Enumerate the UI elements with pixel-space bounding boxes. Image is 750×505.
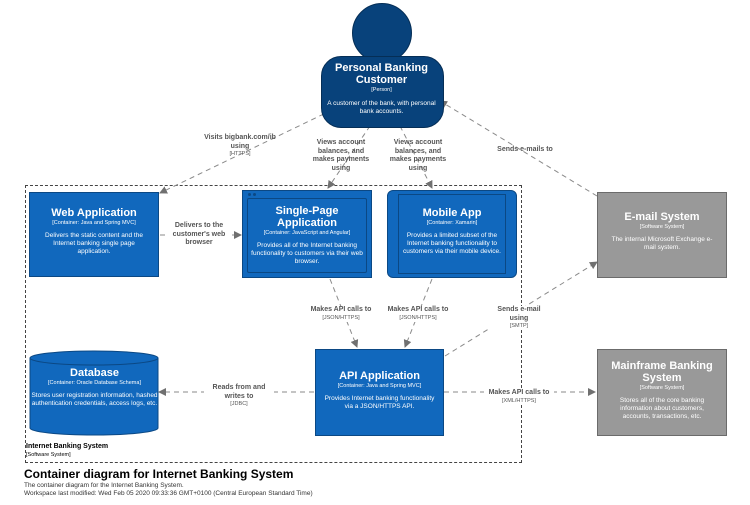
label-mobile-api: Makes API calls to [JSON/HTTPS] bbox=[383, 306, 453, 322]
api-type: [Container: Java and Spring MVC] bbox=[337, 383, 422, 389]
spa-name: Single-Page Application bbox=[275, 205, 339, 229]
email-name: E-mail System bbox=[624, 211, 700, 223]
api-description: Provides Internet banking functionality … bbox=[324, 395, 435, 411]
container-api-application: API Application [Container: Java and Spr… bbox=[315, 349, 444, 436]
api-name: API Application bbox=[339, 370, 420, 382]
email-description: The internal Microsoft Exchange e-mail s… bbox=[611, 236, 713, 252]
person-label-block: Personal Banking Customer [Person] A cus… bbox=[322, 58, 441, 124]
container-web-application: Web Application [Container: Java and Spr… bbox=[29, 192, 159, 277]
container-single-page-application: Single-Page Application [Container: Java… bbox=[242, 190, 372, 278]
mainframe-type: [Software System] bbox=[639, 385, 685, 391]
mobile-name: Mobile App bbox=[422, 207, 482, 219]
mainframe-name: Mainframe Banking System bbox=[611, 360, 713, 384]
person-description: A customer of the bank, with personal ba… bbox=[327, 100, 436, 116]
mobile-screen-frame bbox=[398, 194, 506, 274]
diagram-description: The container diagram for the Internet B… bbox=[24, 482, 184, 489]
system-mainframe: Mainframe Banking System [Software Syste… bbox=[597, 349, 727, 436]
system-email: E-mail System [Software System] The inte… bbox=[597, 192, 727, 278]
web-app-description: Delivers the static content and the Inte… bbox=[45, 232, 143, 256]
last-modified: Workspace last modified: Wed Feb 05 2020… bbox=[24, 490, 313, 497]
database-type: [Container: Oracle Database Schema] bbox=[48, 380, 141, 386]
mobile-description: Provides a limited subset of the Interne… bbox=[403, 232, 501, 256]
boundary-title: Internet Banking System bbox=[26, 443, 109, 450]
browser-frame bbox=[247, 198, 367, 273]
label-spa-api: Makes API calls to [JSON/HTTPS] bbox=[306, 306, 376, 322]
label-sends-email: Sends e-mail using [SMTP] bbox=[490, 306, 548, 330]
person-personal-banking-customer bbox=[321, 56, 444, 128]
spa-description: Provides all of the Internet banking fun… bbox=[251, 242, 363, 266]
database-name: Database bbox=[70, 367, 119, 379]
database-description: Stores user registration information, ha… bbox=[31, 392, 158, 408]
person-name: Personal Banking Customer bbox=[335, 62, 428, 86]
web-app-type: [Container: Java and Spring MVC] bbox=[52, 220, 136, 226]
label-views-mobile: Views account balances, and makes paymen… bbox=[389, 139, 447, 172]
spa-type: [Container: JavaScript and Angular] bbox=[263, 230, 351, 236]
label-sends-emails-to: Sends e-mails to bbox=[497, 146, 553, 153]
boundary-type: [Software System] bbox=[26, 452, 71, 458]
browser-dot-icon bbox=[248, 193, 251, 196]
diagram-title: Container diagram for Internet Banking S… bbox=[24, 467, 294, 481]
mobile-type: [Container: Xamarin] bbox=[426, 220, 478, 226]
label-mainframe-api: Makes API calls to [XML/HTTPS] bbox=[484, 389, 554, 405]
web-app-name: Web Application bbox=[51, 207, 137, 219]
label-reads-writes: Reads from and writes to [JDBC] bbox=[204, 384, 274, 408]
label-visits: Visits bigbank.com/ib using [HTTPS] bbox=[204, 134, 276, 157]
browser-dot-icon bbox=[253, 193, 256, 196]
mainframe-description: Stores all of the core banking informati… bbox=[619, 397, 705, 421]
database-cylinder-shape bbox=[29, 350, 159, 436]
person-type: [Person] bbox=[371, 87, 392, 93]
label-delivers: Delivers to the customer's web browser bbox=[168, 222, 230, 248]
container-database: Database [Container: Oracle Database Sch… bbox=[31, 367, 158, 427]
label-views-spa: Views account balances, and makes paymen… bbox=[312, 139, 370, 172]
person-head-shape bbox=[352, 3, 412, 63]
container-mobile-app: Mobile App [Container: Xamarin] Provides… bbox=[387, 190, 517, 278]
email-type: [Software System] bbox=[639, 224, 685, 230]
